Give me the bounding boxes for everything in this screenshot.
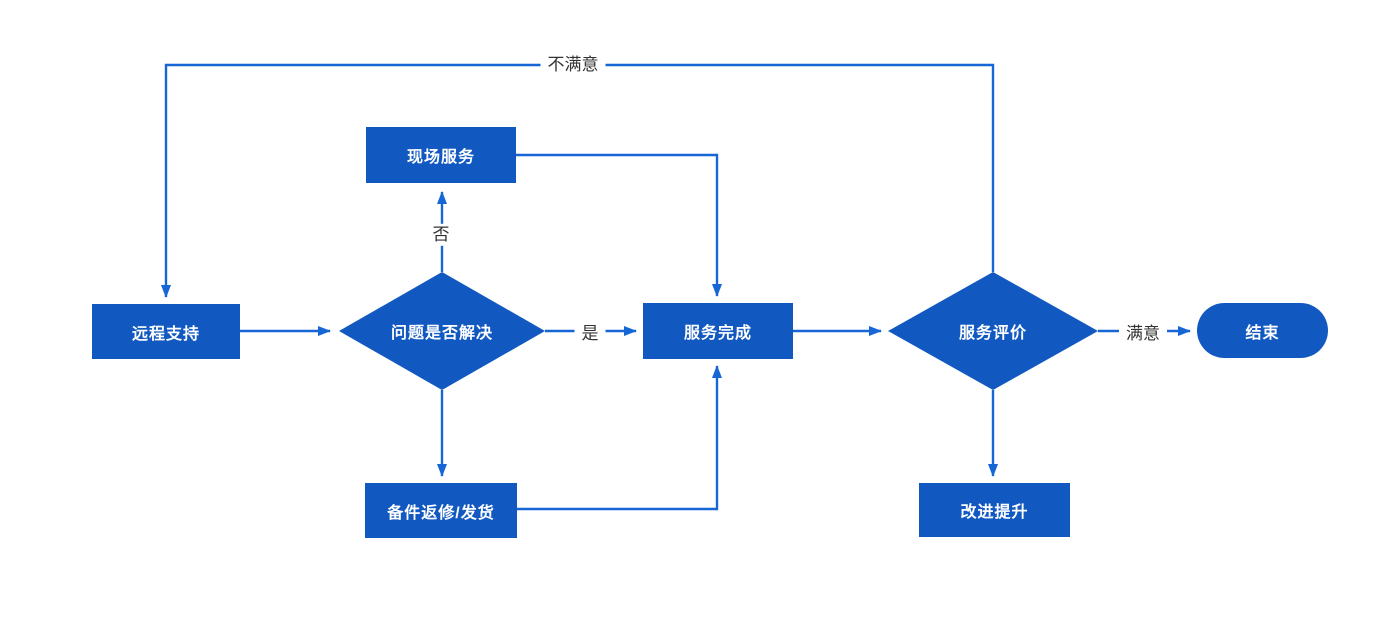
edge-service-evaluation-unsatisfied-to-remote-support	[161, 63, 995, 298]
node-service-complete[interactable]: 服务完成	[643, 303, 793, 359]
edge-label-yes: 是	[574, 322, 606, 346]
edge-label-no: 否	[425, 223, 457, 247]
edge-spare-parts-to-service-complete	[517, 365, 722, 511]
node-end-terminator[interactable]: 结束	[1197, 303, 1328, 358]
edge-label-satisfied: 满意	[1119, 322, 1167, 346]
node-improvement[interactable]: 改进提升	[919, 483, 1070, 537]
edge-label-unsatisfied: 不满意	[540, 53, 606, 77]
edge-onsite-service-to-service-complete	[516, 153, 722, 297]
node-onsite-service[interactable]: 现场服务	[366, 127, 516, 183]
node-spare-parts[interactable]: 备件返修/发货	[365, 483, 517, 538]
node-remote-support[interactable]: 远程支持	[92, 304, 240, 359]
